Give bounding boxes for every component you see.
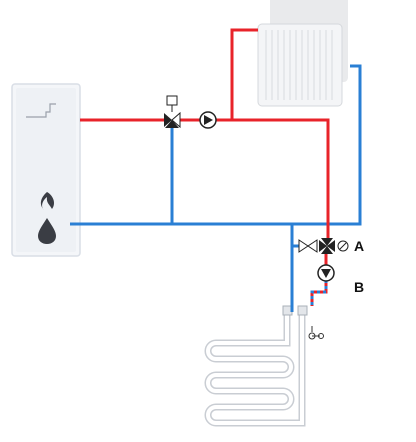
boiler-display-icon xyxy=(26,103,56,118)
label-a: A xyxy=(354,238,364,254)
three-way-valve[interactable] xyxy=(164,95,181,129)
radiator[interactable] xyxy=(257,0,348,107)
floor-loop-fittings xyxy=(282,305,308,316)
mixed-pipe xyxy=(310,280,328,306)
mixing-valve[interactable] xyxy=(298,238,349,254)
drop-icon xyxy=(38,218,56,244)
return-pipes xyxy=(70,64,362,312)
supply-pipes xyxy=(80,28,330,266)
floor-heating-loop[interactable] xyxy=(204,308,306,427)
floor-circuit-pump[interactable] xyxy=(317,264,335,282)
flame-icon xyxy=(40,192,55,210)
label-b: B xyxy=(354,279,364,295)
circulation-pump[interactable] xyxy=(199,111,217,129)
thermostat-sensor xyxy=(308,326,324,340)
boiler[interactable] xyxy=(11,83,81,257)
